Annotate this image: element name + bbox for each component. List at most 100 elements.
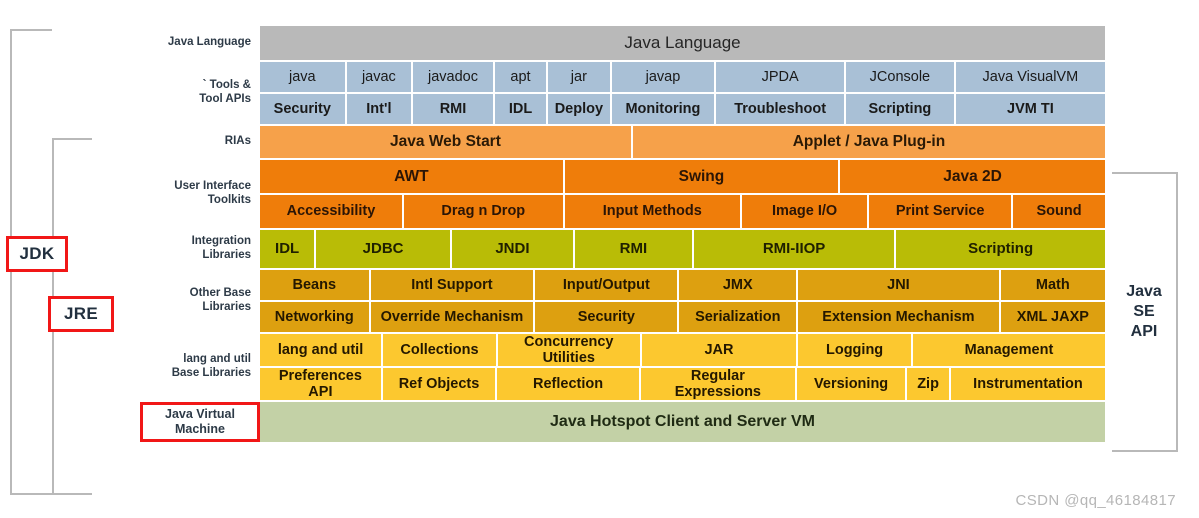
cell-langutil[interactable]: Concurrency Utilities: [497, 334, 640, 366]
cell-langutil[interactable]: Reflection: [497, 368, 639, 400]
cell-langutil[interactable]: Regular Expressions: [640, 368, 795, 400]
cell-other[interactable]: Override Mechanism: [370, 302, 534, 332]
cell-langutil[interactable]: JAR: [641, 334, 797, 366]
cell-other[interactable]: XML JAXP: [1000, 302, 1106, 332]
cell-other[interactable]: Serialization: [679, 302, 797, 332]
cell-langutil[interactable]: Instrumentation: [950, 368, 1106, 400]
cell-ui[interactable]: Sound: [1013, 195, 1105, 228]
cell-ui[interactable]: Input Methods: [564, 195, 740, 228]
cell-langutil[interactable]: lang and util: [260, 334, 382, 366]
cell-other[interactable]: Math: [1000, 270, 1106, 300]
cell-langutil[interactable]: Logging: [798, 334, 911, 366]
cell-tools[interactable]: RMI: [413, 94, 493, 124]
cell-other[interactable]: JMX: [679, 270, 797, 300]
cell-langutil[interactable]: Ref Objects: [382, 368, 496, 400]
cell-rias[interactable]: Java Web Start: [260, 126, 631, 158]
cell-lang[interactable]: Java Language: [260, 26, 1105, 60]
cell-other[interactable]: Networking: [260, 302, 369, 332]
cell-tools[interactable]: JPDA: [716, 62, 844, 92]
cell-tools[interactable]: apt: [494, 62, 547, 92]
cell-integration[interactable]: JNDI: [451, 230, 573, 268]
cell-ui[interactable]: Drag n Drop: [403, 195, 563, 228]
cell-langutil[interactable]: Versioning: [796, 368, 906, 400]
cell-rias[interactable]: Applet / Java Plug-in: [632, 126, 1105, 158]
cell-tools[interactable]: Monitoring: [611, 94, 715, 124]
cell-tools[interactable]: Deploy: [548, 94, 610, 124]
java-se-api-label: Java SE API: [1126, 283, 1162, 340]
cell-ui[interactable]: Accessibility: [260, 195, 402, 228]
cell-langutil[interactable]: Management: [912, 334, 1105, 366]
java-se-api-bracket: Java SE API: [1112, 172, 1178, 452]
cell-row: Java Hotspot Client and Server VM: [260, 402, 1105, 442]
cell-tools[interactable]: javap: [611, 62, 715, 92]
cell-integration[interactable]: Scripting: [896, 230, 1106, 268]
cell-tools[interactable]: Java VisualVM: [955, 62, 1105, 92]
cell-other[interactable]: Input/Output: [535, 270, 678, 300]
cell-other[interactable]: JNI: [798, 270, 999, 300]
cell-langutil[interactable]: Preferences API: [260, 368, 381, 400]
cell-integration[interactable]: RMI-IIOP: [693, 230, 895, 268]
cell-ui[interactable]: Swing: [564, 160, 839, 193]
watermark: CSDN @qq_46184817: [1015, 492, 1176, 509]
row-label-jvm: Java Virtual Machine: [140, 402, 260, 442]
cell-tools[interactable]: jar: [548, 62, 610, 92]
cell-ui[interactable]: AWT: [260, 160, 563, 193]
row-label-lang: Java Language: [140, 26, 260, 60]
cell-other[interactable]: Intl Support: [370, 270, 534, 300]
cell-tools[interactable]: javac: [346, 62, 412, 92]
row-label-tools: ` Tools & Tool APIs: [140, 62, 260, 124]
cell-langutil[interactable]: Collections: [383, 334, 496, 366]
cell-langutil[interactable]: Zip: [907, 368, 949, 400]
jre-label: JRE: [48, 296, 114, 332]
cell-integration[interactable]: RMI: [574, 230, 692, 268]
cell-integration[interactable]: JDBC: [316, 230, 450, 268]
jdk-jre-bracket-group: JDK JRE: [0, 0, 140, 518]
cell-jvm[interactable]: Java Hotspot Client and Server VM: [260, 402, 1105, 442]
cell-tools[interactable]: Scripting: [846, 94, 954, 124]
cell-tools[interactable]: java: [260, 62, 345, 92]
cell-tools[interactable]: Int'l: [346, 94, 412, 124]
cell-ui[interactable]: Image I/O: [741, 195, 868, 228]
cell-tools[interactable]: Security: [260, 94, 345, 124]
cell-other[interactable]: Security: [535, 302, 678, 332]
cell-tools[interactable]: JConsole: [846, 62, 954, 92]
cell-ui[interactable]: Java 2D: [840, 160, 1106, 193]
cell-other[interactable]: Extension Mechanism: [798, 302, 999, 332]
band-body-lang: Java Language: [260, 26, 1105, 60]
cell-other[interactable]: Beans: [260, 270, 369, 300]
row-label-integration: Integration Libraries: [140, 230, 260, 268]
cell-ui[interactable]: Print Service: [869, 195, 1012, 228]
cell-tools[interactable]: IDL: [494, 94, 547, 124]
cell-tools[interactable]: JVM TI: [955, 94, 1105, 124]
row-label-ui: User Interface Toolkits: [140, 160, 260, 228]
row-label-rias: RIAs: [140, 126, 260, 158]
cell-tools[interactable]: javadoc: [413, 62, 493, 92]
row-label-langutil: lang and util Base Libraries: [140, 334, 260, 400]
cell-tools[interactable]: Troubleshoot: [716, 94, 844, 124]
cell-integration[interactable]: IDL: [260, 230, 315, 268]
